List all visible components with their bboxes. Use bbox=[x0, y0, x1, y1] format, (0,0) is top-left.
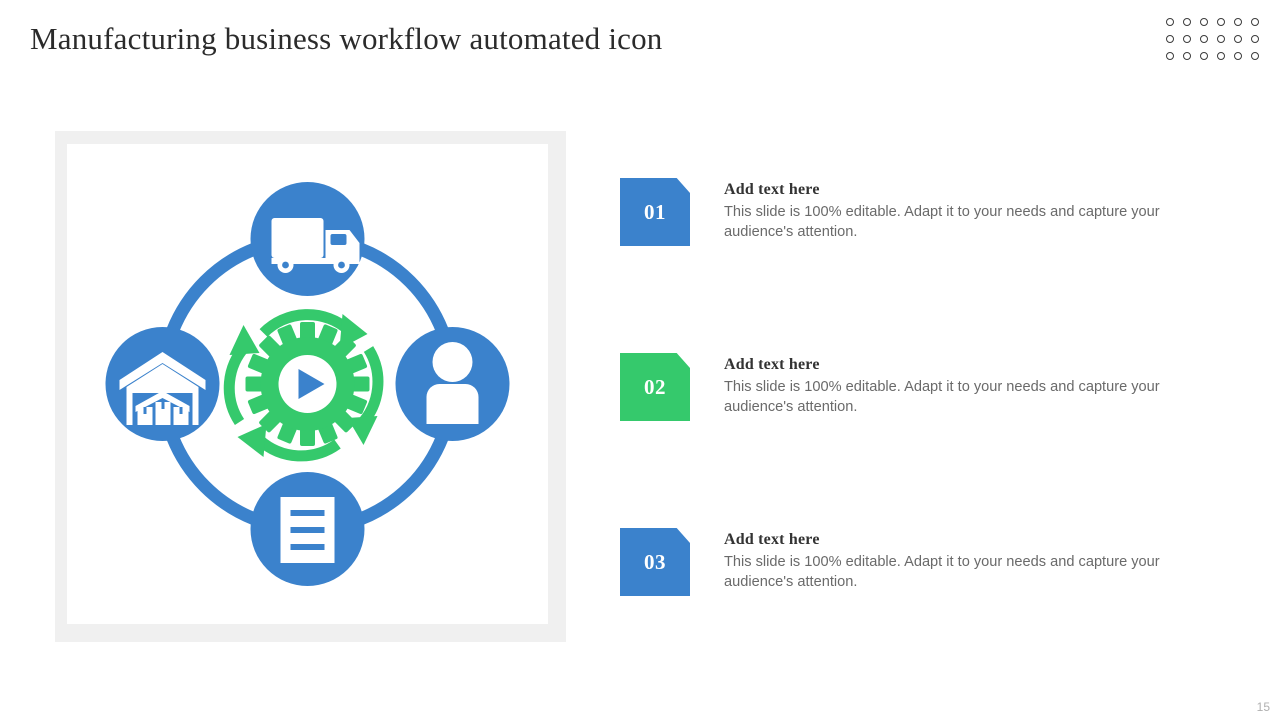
dot-icon bbox=[1234, 18, 1242, 26]
document-lines-icon bbox=[280, 497, 335, 563]
list-item-body: This slide is 100% editable. Adapt it to… bbox=[724, 379, 1160, 415]
list-item: 03 Add text here This slide is 100% edit… bbox=[620, 528, 1220, 703]
list-item-body: This slide is 100% editable. Adapt it to… bbox=[724, 554, 1160, 590]
content-list: 01 Add text here This slide is 100% edit… bbox=[620, 178, 1220, 703]
list-item-text: Add text here This slide is 100% editabl… bbox=[724, 181, 1214, 242]
list-item-body: This slide is 100% editable. Adapt it to… bbox=[724, 204, 1160, 240]
dot-icon bbox=[1183, 52, 1191, 60]
node-warehouse[interactable] bbox=[105, 327, 220, 441]
badge-number: 02 bbox=[644, 374, 666, 399]
workflow-automation-diagram bbox=[105, 182, 510, 586]
list-item-heading: Add text here bbox=[724, 181, 820, 198]
dot-icon bbox=[1200, 18, 1208, 26]
badge-number: 03 bbox=[644, 549, 666, 574]
gear-play-icon bbox=[245, 322, 370, 446]
list-item: 02 Add text here This slide is 100% edit… bbox=[620, 353, 1220, 528]
page-title: Manufacturing business workflow automate… bbox=[30, 21, 663, 56]
list-item-heading: Add text here bbox=[724, 356, 820, 373]
dot-icon bbox=[1166, 52, 1174, 60]
warehouse-icon bbox=[119, 352, 206, 425]
workflow-diagram-canvas bbox=[67, 144, 548, 624]
node-person[interactable] bbox=[395, 327, 510, 441]
person-user-icon bbox=[426, 342, 479, 424]
dot-icon bbox=[1200, 35, 1208, 43]
number-badge-02[interactable]: 02 bbox=[620, 353, 690, 421]
dot-icon bbox=[1234, 52, 1242, 60]
dot-icon bbox=[1166, 35, 1174, 43]
dot-icon bbox=[1217, 18, 1225, 26]
dot-grid-icon bbox=[1166, 18, 1268, 69]
number-badge-03[interactable]: 03 bbox=[620, 528, 690, 596]
dot-icon bbox=[1251, 18, 1259, 26]
number-badge-01[interactable]: 01 bbox=[620, 178, 690, 246]
badge-number: 01 bbox=[644, 199, 666, 224]
play-triangle-icon bbox=[298, 369, 325, 399]
workflow-diagram-frame bbox=[55, 131, 566, 642]
list-item: 01 Add text here This slide is 100% edit… bbox=[620, 178, 1220, 353]
dot-icon bbox=[1251, 35, 1259, 43]
dot-icon bbox=[1200, 52, 1208, 60]
node-document[interactable] bbox=[250, 472, 365, 586]
list-item-text: Add text here This slide is 100% editabl… bbox=[724, 356, 1214, 417]
list-item-text: Add text here This slide is 100% editabl… bbox=[724, 531, 1214, 592]
dot-icon bbox=[1217, 35, 1225, 43]
dot-icon bbox=[1166, 18, 1174, 26]
dot-icon bbox=[1217, 52, 1225, 60]
list-item-heading: Add text here bbox=[724, 531, 820, 548]
page-number: 15 bbox=[1256, 700, 1270, 714]
dot-icon bbox=[1234, 35, 1242, 43]
dot-icon bbox=[1183, 18, 1191, 26]
node-truck[interactable] bbox=[250, 182, 365, 296]
dot-icon bbox=[1183, 35, 1191, 43]
dot-icon bbox=[1251, 52, 1259, 60]
